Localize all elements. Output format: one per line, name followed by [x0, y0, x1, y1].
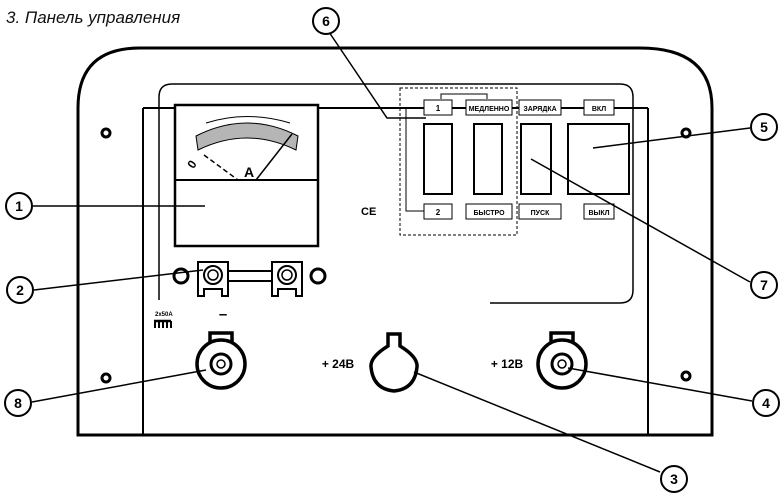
terminal-minus-label: –: [219, 306, 227, 323]
svg-text:5: 5: [760, 119, 768, 135]
switch-label-start: ПУСК: [531, 210, 550, 217]
mounting-screw-top-right: [680, 127, 692, 139]
terminal-24v-label: + 24В: [322, 357, 355, 371]
switch-label-2: 2: [436, 208, 441, 217]
switch-label-off: ВЫКЛ: [588, 210, 609, 217]
switch-label-fast-box: БЫСТРО: [465, 203, 513, 220]
switch-link-left: [405, 107, 424, 212]
switch-label-slow: МЕДЛЕННО: [469, 106, 510, 113]
leader-7: [530, 158, 751, 283]
ammeter-unit-label: A: [244, 164, 254, 180]
rocker-switch-slow-fast[interactable]: [473, 123, 503, 195]
callout-8: 8: [4, 389, 32, 417]
svg-text:6: 6: [322, 13, 330, 29]
switch-link-top: [440, 93, 488, 99]
ammeter-needle: [255, 133, 293, 181]
svg-text:8: 8: [14, 395, 22, 411]
mounting-screw-bottom-right: [680, 370, 692, 382]
ammeter: A 0: [173, 103, 320, 248]
leader-8: [31, 369, 207, 403]
figure-title: 3. Панель управления: [6, 8, 181, 27]
leader-6: [328, 31, 426, 119]
ammeter-scale-arc: [205, 116, 291, 124]
ce-mark: CE: [361, 206, 376, 218]
switch-label-1-box: 1: [423, 99, 453, 116]
switch-label-off-box: ВЫКЛ: [583, 203, 615, 220]
leader-5: [592, 127, 751, 149]
terminal-12v-label: + 12В: [491, 357, 524, 371]
switch-label-on: ВКЛ: [592, 106, 606, 113]
power-switch[interactable]: [567, 123, 630, 195]
callout-1: 1: [5, 192, 33, 220]
svg-text:7: 7: [760, 277, 768, 293]
callout-5: 5: [750, 113, 778, 141]
mode-switch-group: [399, 87, 518, 236]
mounting-screw-bottom-left: [100, 372, 112, 384]
rocker-switch-charge-start[interactable]: [520, 123, 552, 195]
callout-6: 6: [312, 7, 340, 35]
switch-label-charge: ЗАРЯДКА: [523, 106, 556, 113]
rocker-switch-1-2[interactable]: [423, 123, 453, 195]
housing-outline: [76, 46, 714, 437]
svg-text:2: 2: [16, 282, 24, 298]
fuse-holder: [172, 261, 327, 297]
leader-4: [567, 367, 753, 402]
terminal-12v[interactable]: [536, 331, 588, 390]
switch-label-fast: БЫСТРО: [473, 210, 505, 217]
callout-3: 3: [660, 465, 688, 493]
leader-2: [33, 269, 204, 291]
switch-label-1: 1: [436, 104, 441, 113]
switch-label-2-box: 2: [423, 203, 453, 220]
ammeter-scale-band: [195, 122, 299, 151]
switch-label-on-box: ВКЛ: [583, 99, 615, 116]
front-panel-outline: [158, 83, 634, 304]
svg-text:4: 4: [762, 395, 770, 411]
callout-7: 7: [750, 271, 778, 299]
fuse-symbol: [154, 319, 172, 328]
terminal-24v[interactable]: [369, 332, 419, 393]
switch-label-slow-box: МЕДЛЕННО: [465, 99, 513, 116]
switch-label-charge-box: ЗАРЯДКА: [518, 99, 562, 116]
mounting-screw-top-left: [100, 127, 112, 139]
terminal-minus[interactable]: [195, 331, 247, 390]
fuse-rating-label: 2x50A: [155, 312, 173, 318]
svg-text:3: 3: [670, 471, 678, 487]
callout-4: 4: [752, 389, 780, 417]
svg-text:1: 1: [15, 198, 23, 214]
leader-3: [413, 371, 661, 473]
ammeter-needle-rest: [203, 154, 239, 181]
callout-2: 2: [6, 276, 34, 304]
switch-label-start-box: ПУСК: [518, 203, 562, 220]
